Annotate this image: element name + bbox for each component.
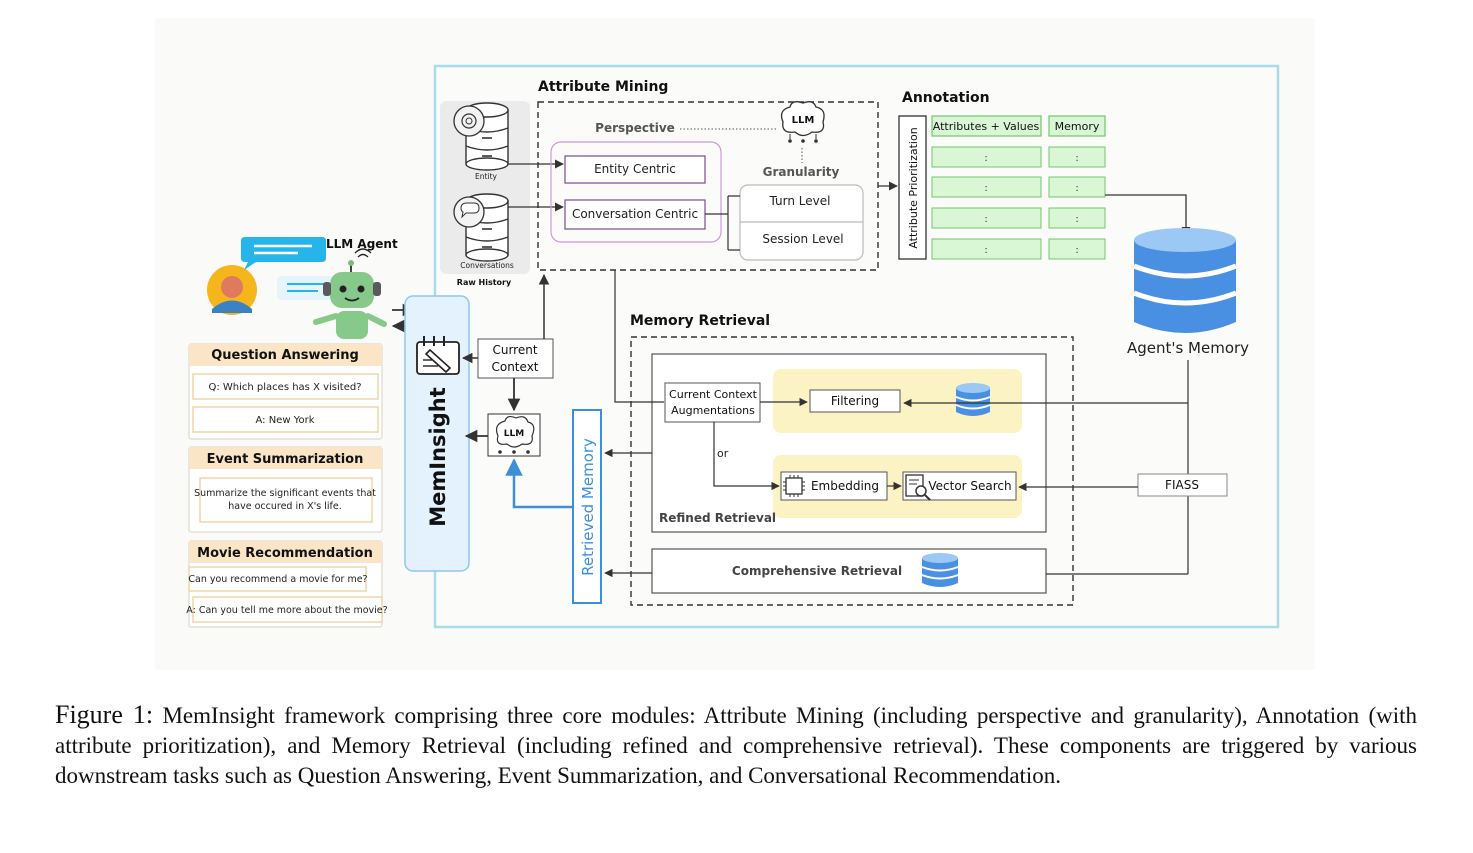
- granularity-label: Granularity: [763, 165, 840, 179]
- annotation-to-memory-arrow: [1105, 194, 1191, 236]
- turn-level-label: Turn Level: [769, 194, 831, 208]
- chat-bubble-light-icon: [277, 276, 337, 300]
- movie-question: Can you recommend a movie for me?: [188, 574, 367, 585]
- col-attributes-values: Attributes + Values: [933, 120, 1040, 133]
- llm-icon-lower: LLM: [487, 413, 541, 457]
- vector-search-label: Vector Search: [928, 479, 1011, 493]
- entity-label: Entity: [475, 172, 497, 181]
- meminsight-figure: LLM Agent Question Answering Q: Which pl…: [186, 64, 1280, 629]
- comprehensive-database-icon: [921, 553, 959, 587]
- session-level-label: Session Level: [762, 232, 843, 246]
- retrieved-to-llm-arrow: [505, 458, 573, 509]
- caption-label: Figure 1:: [55, 700, 154, 729]
- fiass-label: FIASS: [1165, 478, 1199, 492]
- table-cell: :: [1075, 153, 1078, 164]
- attribute-prioritization-label: Attribute Prioritization: [907, 127, 920, 248]
- filtering-database-icon: [955, 383, 991, 416]
- current-context-line1: Current: [492, 343, 537, 357]
- mining-to-retrieval-line: [614, 270, 664, 403]
- col-memory: Memory: [1055, 120, 1100, 133]
- meminsight-label: MemInsight: [426, 387, 450, 527]
- notepad-icon: [416, 336, 460, 375]
- user-avatar: [207, 265, 257, 315]
- qa-question: Q: Which places has X visited?: [208, 382, 361, 393]
- retrieved-memory-box: [572, 409, 602, 604]
- entity-database-icon: [453, 102, 509, 171]
- entity-centric-label: Entity Centric: [594, 162, 676, 176]
- qa-answer: A: New York: [255, 415, 314, 426]
- cca-line2: Augmentations: [671, 404, 755, 417]
- refined-retrieval-label: Refined Retrieval: [659, 511, 776, 525]
- event-prompt-line2: have occured in X's life.: [228, 501, 341, 512]
- memory-retrieval-box: [630, 336, 1074, 606]
- table-cell: :: [984, 245, 987, 256]
- chat-bubble-icon: [241, 237, 326, 270]
- event-prompt-line1: Summarize the significant events that: [194, 488, 376, 499]
- attribute-mining-title: Attribute Mining: [538, 79, 668, 95]
- cca-to-embedding-arrow: [713, 422, 780, 491]
- annotation-title: Annotation: [902, 90, 990, 106]
- or-label: or: [717, 447, 729, 460]
- cca-line1: Current Context: [669, 388, 758, 401]
- caption-text: MemInsight framework comprising three co…: [55, 703, 1418, 788]
- embedding-label: Embedding: [811, 479, 879, 493]
- current-context-line2: Context: [491, 360, 538, 374]
- task-card-question-answering: Question Answering Q: Which places has X…: [188, 343, 383, 440]
- document-search-icon: [905, 474, 931, 501]
- granularity-bracket: [705, 195, 740, 251]
- task-card-event-summarization: Event Summarization Summarize the signif…: [188, 446, 383, 533]
- current-context-box: [477, 338, 554, 379]
- conversation-centric-box: [564, 199, 706, 230]
- task-title-event: Event Summarization: [207, 452, 364, 467]
- attribute-prioritization-box: [898, 115, 927, 260]
- table-cell: :: [984, 183, 987, 194]
- figure-caption: Figure 1: MemInsight framework comprisin…: [55, 700, 1417, 791]
- agents-memory-database-icon: [1133, 228, 1237, 333]
- raw-history-title: Raw History: [457, 278, 512, 287]
- table-cell: :: [1075, 183, 1078, 194]
- annotation-table: Attributes + Values Memory : : : : : : :…: [931, 115, 1106, 260]
- conversations-label: Conversations: [460, 261, 514, 270]
- filtering-label: Filtering: [831, 394, 879, 408]
- comprehensive-retrieval-label: Comprehensive Retrieval: [732, 564, 902, 578]
- movie-answer: A: Can you tell me more about the movie?: [186, 605, 387, 616]
- comprehensive-retrieval-box: [651, 548, 1047, 594]
- llm-label-upper: LLM: [792, 115, 815, 126]
- current-context-augmentations-box: [664, 382, 761, 423]
- task-card-movie-recommendation: Movie Recommendation Can you recommend a…: [186, 540, 388, 628]
- memory-retrieval-title: Memory Retrieval: [630, 313, 770, 329]
- fiass-box: [1137, 473, 1228, 497]
- agents-memory-label: Agent's Memory: [1127, 339, 1249, 357]
- entity-centric-box: [564, 155, 706, 184]
- perspective-label: Perspective: [595, 121, 675, 135]
- table-cell: :: [1075, 245, 1078, 256]
- filtering-box: [809, 389, 901, 413]
- table-cell: :: [1075, 214, 1078, 225]
- retrieved-memory-label: Retrieved Memory: [579, 438, 597, 576]
- robot-icon: [313, 248, 387, 339]
- task-title-qa: Question Answering: [211, 348, 359, 363]
- table-cell: :: [984, 153, 987, 164]
- conversations-database-icon: [453, 193, 509, 262]
- perspective-group-box: [550, 141, 722, 243]
- table-cell: :: [984, 214, 987, 225]
- task-title-movie: Movie Recommendation: [197, 546, 373, 561]
- chip-icon: [783, 475, 805, 497]
- llm-icon-upper: LLM: [780, 101, 825, 143]
- conversation-centric-label: Conversation Centric: [572, 207, 698, 221]
- llm-agent-label: LLM Agent: [326, 237, 398, 251]
- llm-label-lower: LLM: [504, 429, 524, 439]
